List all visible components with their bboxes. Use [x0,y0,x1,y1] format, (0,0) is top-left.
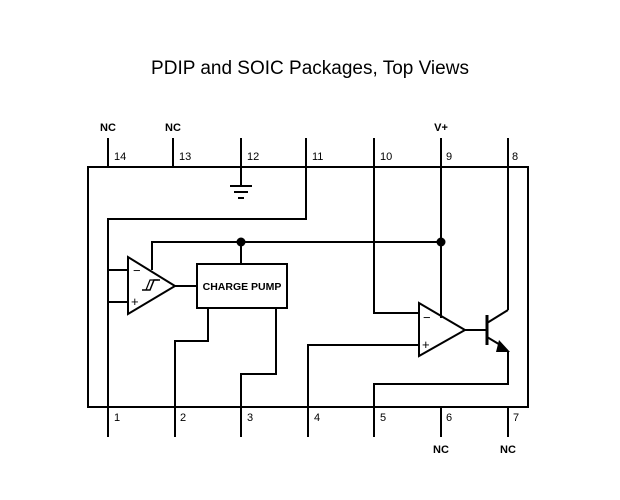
ground-icon [230,167,252,199]
pin-6-label: NC [433,444,449,456]
top-pins: 14 13 12 11 10 9 8 NC NC V+ [100,122,518,167]
pin-14-number: 14 [114,151,126,163]
pin-3-number: 3 [247,412,253,424]
pin-7-number: 7 [513,412,519,424]
comparator-minus-sign: − [133,263,141,278]
opamp-plus-sign: + [422,337,430,352]
comparator-symbol: − + [127,255,177,316]
pin-13-label: NC [165,122,181,134]
pin-8-number: 8 [512,151,518,163]
pin-2-number: 2 [180,412,186,424]
charge-pump-block: CHARGE PUMP [196,263,288,309]
pin-13-number: 13 [179,151,191,163]
emitter-arrow-icon [496,340,510,352]
diagram-title: PDIP and SOIC Packages, Top Views [151,58,469,79]
hysteresis-icon [142,279,160,291]
comparator-plus-sign: + [131,294,139,309]
pin-1-number: 1 [114,412,120,424]
pin-9-number: 9 [446,151,452,163]
charge-pump-label: CHARGE PUMP [203,281,282,293]
junction-dot [436,237,446,247]
pin-5-number: 5 [380,412,386,424]
pin-12-number: 12 [247,151,259,163]
pin-6-number: 6 [446,412,452,424]
pin-10-number: 10 [380,151,392,163]
bottom-pins: 1 2 3 4 5 6 7 NC NC [107,407,519,456]
pin-4-number: 4 [314,412,320,424]
pin-9-label: V+ [434,122,448,134]
opamp-minus-sign: − [423,310,431,325]
pin-7-label: NC [500,444,516,456]
transistor-symbol [465,309,510,352]
wiring [107,167,509,407]
pin-11-number: 11 [312,151,323,163]
pin-14-label: NC [100,122,116,134]
junction-dot [236,237,246,247]
